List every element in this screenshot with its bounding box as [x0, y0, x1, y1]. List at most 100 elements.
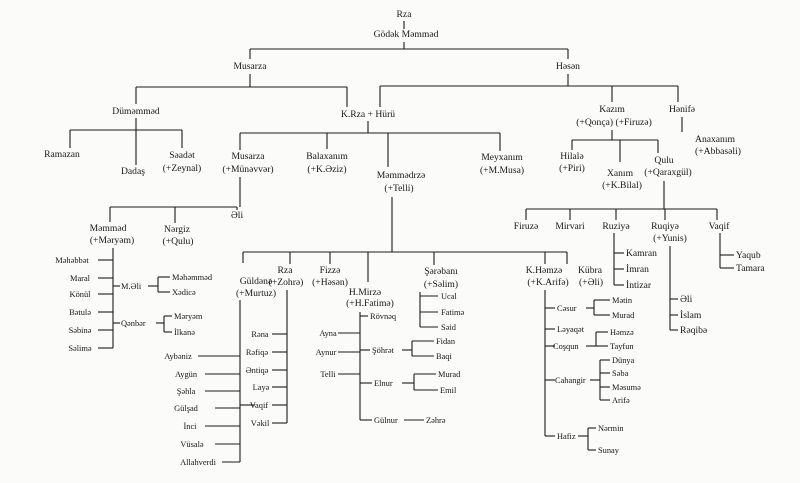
person-hafiz: Hafiz: [557, 432, 576, 441]
person-laye: Layə: [253, 383, 270, 392]
person-ruqiye-spouse: (+Yunis): [653, 233, 687, 244]
person-allahverdi: Allahverdi: [180, 458, 216, 467]
person-vusale: Vüsalə: [180, 440, 204, 449]
person-rena: Rəna: [251, 330, 268, 339]
person-hmirze: H.Mirzə: [349, 287, 381, 298]
person-rza-2-spouse: (+Zohrə): [269, 277, 304, 288]
person-sohret: Şöhrət: [372, 346, 395, 355]
person-ruqiye: Ruqiyə: [651, 221, 679, 232]
root-spouse: Gödək Məmməd: [374, 29, 439, 40]
person-aynur: Aynur: [316, 348, 337, 357]
person-hilale: Hilalə: [560, 151, 583, 162]
person-murad-2: Murad: [612, 311, 635, 320]
person-rza-2: Rza: [278, 265, 294, 276]
person-seba: Səba: [612, 369, 629, 378]
person-mehebbet: Məhəbbət: [55, 256, 89, 265]
person-emil: Emil: [440, 386, 457, 395]
person-ramazan: Ramazan: [44, 149, 80, 160]
person-imran: İmran: [626, 263, 649, 275]
person-aygun: Aygün: [175, 370, 198, 379]
person-intizar: İntizar: [626, 279, 652, 291]
person-xanim: Xanım: [607, 168, 634, 179]
person-eli-1: Əli: [231, 210, 244, 221]
person-musarza-2: Musarza: [231, 151, 265, 162]
person-kazim-spouses: (+Qonça) (+Firuzə): [576, 117, 652, 128]
person-vekil: Vəkil: [251, 419, 270, 428]
person-maral: Maral: [70, 274, 91, 283]
person-arife: Arifə: [612, 396, 630, 405]
person-balaxanim-spouse: (+K.Əziz): [307, 164, 346, 175]
person-reqibe: Rəqibə: [680, 325, 707, 336]
person-gulsad: Gülşad: [174, 404, 199, 413]
person-gulnur: Gülnur: [374, 416, 398, 425]
person-yaqub: Yaqub: [736, 250, 761, 261]
person-mesume: Məsumə: [612, 383, 641, 392]
root-name: Rza: [397, 9, 413, 20]
person-murad-1: Murad: [438, 370, 461, 379]
person-tayfun: Tayfun: [610, 342, 634, 351]
person-meyxanim-spouse: (+M.Musa): [480, 165, 524, 176]
person-sebine: Səbinə: [69, 326, 92, 335]
person-fatime: Fatimə: [441, 308, 465, 317]
person-zohre: Zəhrə: [426, 416, 446, 425]
person-memmedrza-spouse: (+Telli): [384, 183, 413, 194]
person-entiqe: Əntiqə: [246, 366, 269, 375]
person-anaxanim-spouse: (+Abbasəli): [695, 146, 741, 157]
person-meyxanim: Meyxanım: [481, 152, 523, 163]
person-hmirze-spouse: (+H.Fatimə): [346, 298, 394, 309]
person-serebani: Şərəbanı: [424, 266, 458, 277]
person-konul: Könül: [70, 290, 92, 299]
person-ayna: Ayna: [319, 329, 337, 338]
person-musarza-2-spouse: (+Münəvvər): [222, 164, 273, 175]
person-ucal: Ucal: [441, 292, 457, 301]
person-nermin: Nərmin: [598, 424, 624, 433]
person-inci: İnci: [183, 422, 197, 431]
person-selime: Səlimə: [68, 344, 92, 353]
person-eli-2: Əli: [680, 294, 693, 305]
person-seid: Səid: [441, 323, 457, 332]
person-memmed-spouse: (+Məryəm): [90, 235, 134, 246]
person-kubra-spouse: (+Əli): [579, 277, 603, 288]
person-meryem-child: Məryəm: [174, 312, 203, 321]
person-guldene: Güldənə: [240, 276, 273, 287]
person-memmed: Məmməd: [90, 223, 127, 234]
person-meli: M.Əli: [121, 282, 142, 291]
person-nergiz-spouse: (+Qulu): [163, 236, 194, 247]
person-baqi: Baqi: [436, 352, 452, 361]
person-telli: Telli: [320, 370, 336, 379]
person-anaxanim: Anaxanım: [695, 134, 736, 145]
person-cesur: Cəsur: [557, 304, 577, 313]
person-firuze: Firuzə: [514, 221, 539, 232]
person-musarza-1: Musarza: [233, 61, 267, 72]
person-fidan: Fidan: [436, 337, 456, 346]
person-islam: İslam: [680, 309, 702, 321]
person-betule: Bətulə: [69, 308, 91, 317]
person-qulu: Qulu: [654, 155, 673, 166]
person-kazim: Kazım: [599, 104, 625, 115]
person-dumemmed: Düməmməd: [112, 106, 160, 117]
person-qulu-spouse: (+Qaraxgül): [644, 167, 692, 178]
person-hesen: Həsən: [556, 61, 580, 72]
person-dunya: Dünya: [612, 356, 635, 365]
person-fizze: Fizzə: [320, 265, 341, 276]
person-dadas: Dadaş: [121, 166, 145, 177]
person-nergiz: Nərgiz: [164, 224, 190, 235]
person-leyaqet: Ləyaqət: [557, 325, 585, 334]
person-sunay: Sunay: [598, 446, 620, 455]
person-qenber: Qənbər: [121, 319, 146, 328]
person-fizze-spouse: (+Həsən): [312, 277, 348, 288]
person-saadat-spouse: (+Zeynal): [163, 163, 201, 174]
person-balaxanim: Balaxanım: [306, 151, 348, 162]
person-hemze-2: Həmzə: [610, 328, 634, 337]
person-sohla: Şəhla: [177, 387, 196, 396]
person-hilale-spouse: (+Piri): [559, 163, 585, 174]
person-guldene-spouse: (+Murtuz): [236, 288, 276, 299]
person-kamran: Kamran: [626, 248, 657, 259]
person-cahangir: Cahangir: [555, 376, 586, 385]
person-xanim-spouse: (+K.Bilal): [602, 180, 642, 191]
person-khemze: K.Həmzə: [526, 265, 563, 276]
person-serebani-spouse: (+Səlim): [424, 279, 458, 290]
person-revneq: Rövnəq: [370, 312, 397, 321]
person-vaqif-2: Vaqif: [250, 401, 268, 410]
